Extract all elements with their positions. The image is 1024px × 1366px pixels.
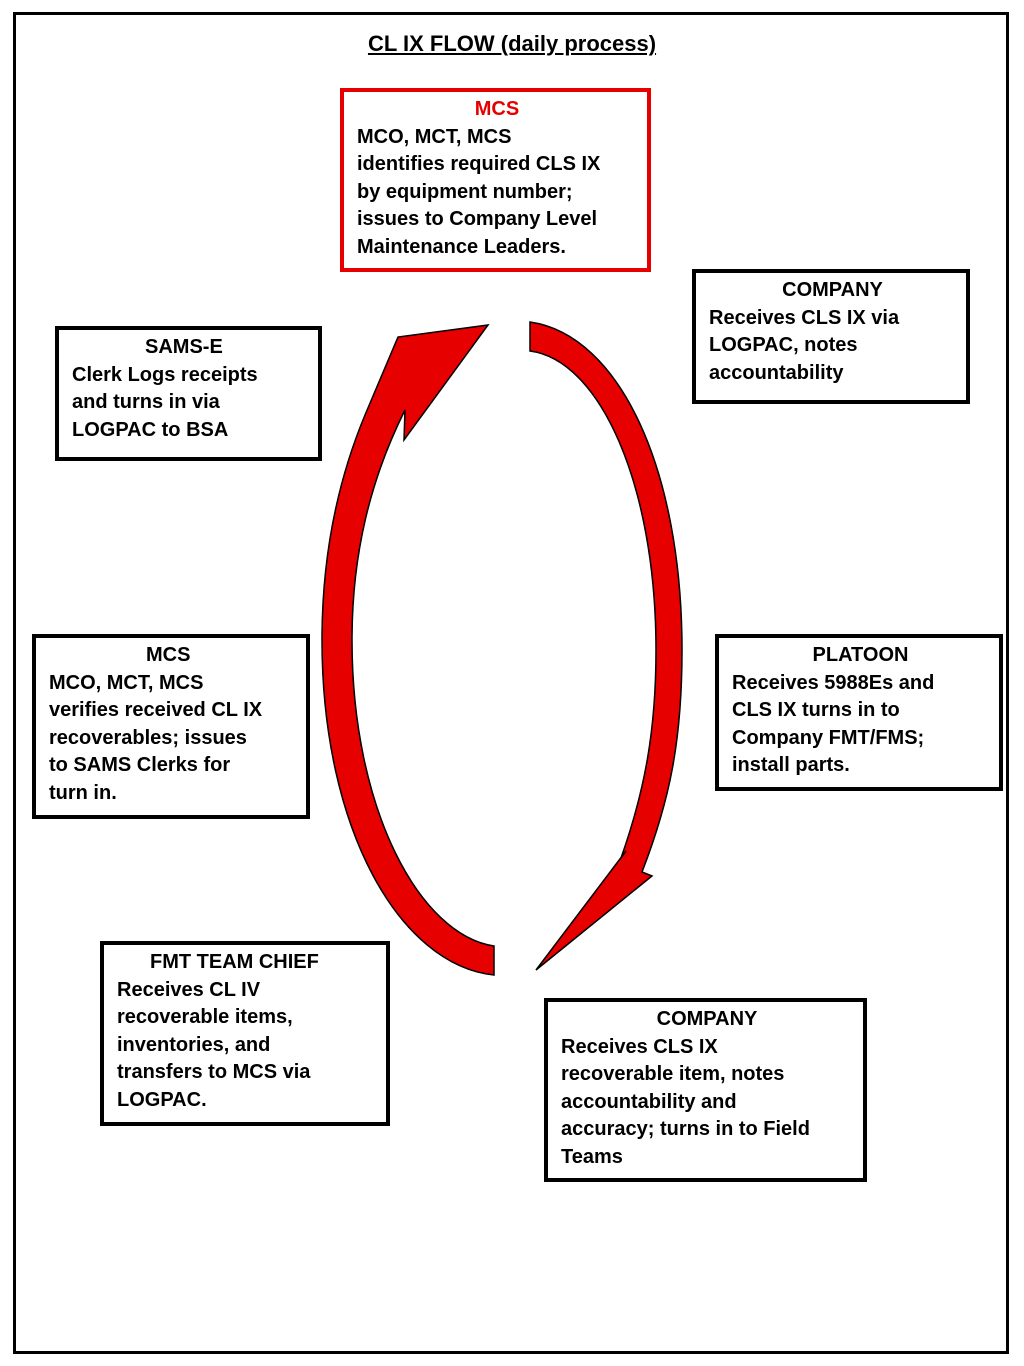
sams-e-text: Clerk Logs receipts and turns in via LOG… — [72, 363, 258, 441]
mcs-top-box: MCS MCO, MCT, MCS identifies required CL… — [340, 88, 651, 272]
company-top-text: Receives CLS IX via LOGPAC, notes accoun… — [709, 306, 900, 384]
left-cycle-arrow — [321, 324, 495, 976]
company-top-box: COMPANY Receives CLS IX via LOGPAC, note… — [692, 269, 970, 404]
platoon-box: PLATOON Receives 5988Es and CLS IX turns… — [715, 634, 1003, 791]
company-bottom-heading: COMPANY — [656, 1008, 758, 1030]
platoon-text: Receives 5988Es and CLS IX turns in to C… — [732, 671, 935, 777]
page-frame — [13, 12, 1009, 1354]
fmt-team-chief-heading: FMT TEAM CHIEF — [150, 951, 319, 973]
company-top-heading: COMPANY — [782, 279, 883, 301]
sams-e-heading: SAMS-E — [145, 336, 223, 358]
company-bottom-text: Receives CLS IX recoverable item, notes … — [561, 1035, 810, 1168]
diagram-title: CL IX FLOW (daily process) — [367, 31, 657, 56]
mcs-top-heading: MCS — [474, 98, 520, 120]
fmt-team-chief-text: Receives CL IV recoverable items, invent… — [117, 978, 311, 1111]
fmt-team-chief-box: FMT TEAM CHIEF Receives CL IV recoverabl… — [100, 941, 390, 1126]
company-bottom-box: COMPANY Receives CLS IX recoverable item… — [544, 998, 867, 1182]
mcs-left-text: MCO, MCT, MCS verifies received CL IX re… — [49, 671, 263, 804]
mcs-left-box: MCS MCO, MCT, MCS verifies received CL I… — [32, 634, 310, 819]
right-cycle-arrow — [529, 321, 683, 971]
mcs-top-text: MCO, MCT, MCS identifies required CLS IX… — [357, 125, 601, 258]
mcs-left-heading: MCS — [146, 644, 191, 666]
sams-e-box: SAMS-E Clerk Logs receipts and turns in … — [55, 326, 322, 461]
platoon-heading: PLATOON — [812, 644, 909, 666]
